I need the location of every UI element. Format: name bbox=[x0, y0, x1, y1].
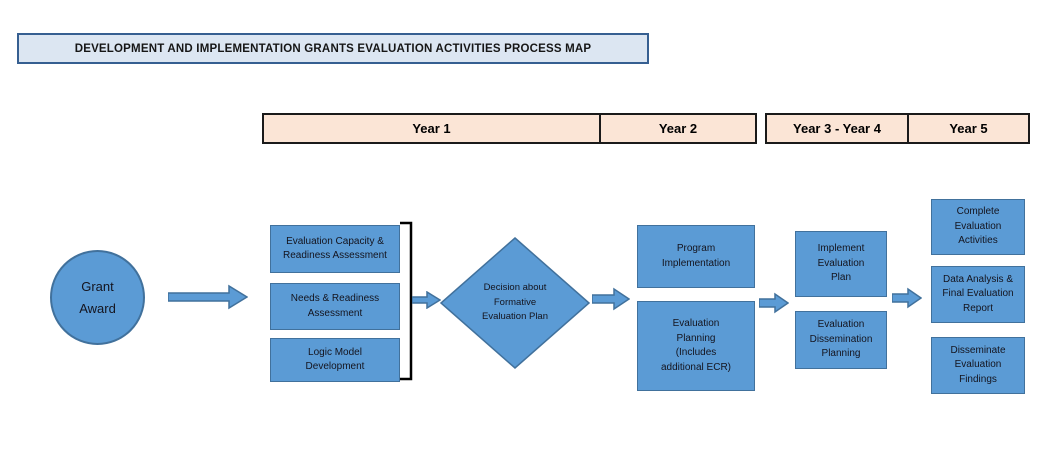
activity-label: Evaluation Capacity & Readiness Assessme… bbox=[283, 235, 387, 262]
flow-arrow-icon bbox=[412, 291, 441, 309]
timeline-header-year2: Year 2 bbox=[599, 115, 755, 142]
activity-box-disseminate-findings: Disseminate Evaluation Findings bbox=[931, 337, 1025, 394]
activity-label: Evaluation Planning (Includes additional… bbox=[660, 318, 732, 373]
activity-label: Data Analysis & Final Evaluation Report bbox=[942, 273, 1014, 314]
activity-box-data-analysis-final-report: Data Analysis & Final Evaluation Report bbox=[931, 266, 1025, 323]
decision-label: Decision about Formative Evaluation Plan bbox=[481, 281, 549, 323]
flow-arrow-icon bbox=[892, 287, 922, 309]
process-map-title-banner: DEVELOPMENT AND IMPLEMENTATION GRANTS EV… bbox=[17, 33, 649, 64]
activity-box-evaluation-dissemination-planning: Evaluation Dissemination Planning bbox=[795, 311, 887, 369]
flow-arrow-icon bbox=[592, 287, 630, 311]
activity-label: Disseminate Evaluation Findings bbox=[950, 344, 1006, 385]
decision-diamond-node: Decision about Formative Evaluation Plan bbox=[440, 237, 590, 369]
activity-box-implement-evaluation-plan: Implement Evaluation Plan bbox=[795, 231, 887, 297]
activity-box-complete-evaluation-activities: Complete Evaluation Activities bbox=[931, 199, 1025, 255]
diamond-shape-icon bbox=[440, 237, 590, 369]
timeline-header-year5: Year 5 bbox=[907, 115, 1028, 142]
flow-arrow-icon bbox=[168, 284, 248, 310]
grant-award-label: Grant Award bbox=[79, 279, 116, 316]
grant-award-node: Grant Award bbox=[50, 250, 145, 345]
timeline-band-years1-2: Year 1 Year 2 bbox=[262, 113, 757, 144]
activity-label: Logic Model Development bbox=[305, 346, 365, 373]
process-map-title: DEVELOPMENT AND IMPLEMENTATION GRANTS EV… bbox=[74, 42, 592, 55]
activity-box-evaluation-planning: Evaluation Planning (Includes additional… bbox=[637, 301, 755, 391]
activity-box-evaluation-capacity: Evaluation Capacity & Readiness Assessme… bbox=[270, 225, 400, 273]
activity-label: Complete Evaluation Activities bbox=[954, 206, 1002, 247]
timeline-band-years3-5: Year 3 - Year 4 Year 5 bbox=[765, 113, 1030, 144]
activity-label: Evaluation Dissemination Planning bbox=[809, 319, 873, 360]
activity-box-program-implementation: Program Implementation bbox=[637, 225, 755, 288]
flow-arrow-icon bbox=[759, 292, 789, 314]
activity-label: Implement Evaluation Plan bbox=[817, 243, 865, 284]
timeline-header-year3-4: Year 3 - Year 4 bbox=[793, 121, 881, 136]
grouping-bracket-icon bbox=[400, 221, 413, 381]
activity-box-logic-model: Logic Model Development bbox=[270, 338, 400, 382]
timeline-header-year1: Year 1 bbox=[412, 121, 451, 136]
activity-label: Needs & Readiness Assessment bbox=[290, 293, 380, 319]
activity-label: Program Implementation bbox=[661, 243, 731, 269]
activity-box-needs-readiness: Needs & Readiness Assessment bbox=[270, 283, 400, 330]
